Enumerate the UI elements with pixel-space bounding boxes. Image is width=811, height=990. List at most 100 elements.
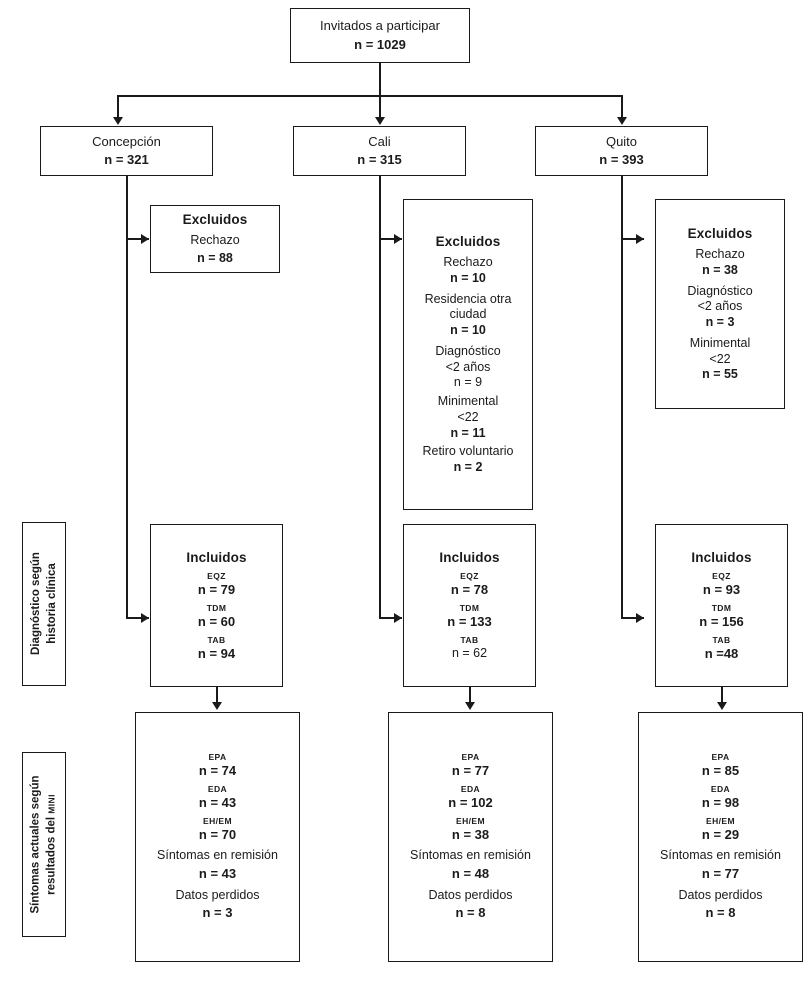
symptoms-quito-item-0-label: EPA	[711, 752, 730, 763]
node-symptoms-cali: EPA n = 77 EDA n = 102 EH/EM n = 38 Sínt…	[388, 712, 553, 962]
side-label-sintomas: Síntomas actuales según resultados del M…	[22, 752, 66, 937]
arrow-quito-excluded	[636, 234, 644, 244]
node-excluded-cali: Excluidos Rechazo n = 10 Residencia otra…	[403, 199, 533, 510]
excluded-quito-item-1-count: n = 3	[705, 315, 735, 329]
node-excluded-quito: Excluidos Rechazo n = 38 Diagnóstico <2 …	[655, 199, 785, 409]
node-excluded-concepcion: Excluidos Rechazo n = 88	[150, 205, 280, 273]
excluded-cali-item-1-label: Residencia otra	[424, 291, 512, 306]
node-included-concepcion: Incluidos EQZ n = 79 TDM n = 60 TAB n = …	[150, 524, 283, 687]
symptoms-concepcion-item-4-label: Datos perdidos	[175, 887, 260, 902]
node-site-concepcion: Concepción n = 321	[40, 126, 213, 176]
excluded-cali-item-3-label2: <22	[457, 409, 479, 424]
connector-distribution-bar	[117, 95, 623, 97]
node-invitados: Invitados a participar n = 1029	[290, 8, 470, 63]
excluded-cali-item-2-label2: <2 años	[445, 359, 491, 374]
symptoms-cali-item-1-label: EDA	[460, 784, 481, 795]
excluded-cali-item-0-label: Rechazo	[443, 255, 493, 270]
connector-cali-included-to-symptoms	[469, 687, 471, 703]
symptoms-quito-item-3-label: Síntomas en remisión	[660, 848, 781, 863]
connector-cali-to-excluded	[379, 238, 402, 240]
included-cali-item-1-count: n = 133	[447, 613, 492, 629]
arrow-quito-symptoms	[717, 702, 727, 710]
symptoms-cali-item-3-count: n = 48	[451, 866, 490, 882]
node-included-quito: Incluidos EQZ n = 93 TDM n = 156 TAB n =…	[655, 524, 788, 687]
excluded-cali-item-2-label: Diagnóstico	[435, 343, 501, 358]
included-cali-header: Incluidos	[439, 550, 500, 566]
node-included-cali: Incluidos EQZ n = 78 TDM n = 133 TAB n =…	[403, 524, 536, 687]
excluded-concepcion-item-0-count: n = 88	[197, 251, 233, 265]
arrow-concepcion-included	[141, 613, 149, 623]
side-label-diagnostico: Diagnóstico según historia clínica	[22, 522, 66, 686]
excluded-quito-item-2-label: Minimental	[689, 335, 751, 350]
node-site-cali: Cali n = 315	[293, 126, 466, 176]
excluded-cali-header: Excluidos	[435, 234, 501, 250]
included-concepcion-item-2-label: TAB	[207, 635, 226, 646]
symptoms-cali-item-2-count: n = 38	[451, 827, 490, 843]
arrow-to-quito	[617, 117, 627, 125]
excluded-quito-item-0-count: n = 38	[702, 262, 738, 277]
arrow-concepcion-excluded	[141, 234, 149, 244]
symptoms-concepcion-item-0-count: n = 74	[198, 762, 237, 778]
symptoms-concepcion-item-2-count: n = 70	[198, 827, 237, 843]
site-name-cali: Cali	[368, 133, 391, 149]
side-label-sintomas-line1: Síntomas actuales según	[29, 775, 42, 914]
connector-concepcion-to-included	[126, 617, 149, 619]
connector-quito-included-to-symptoms	[721, 687, 723, 703]
symptoms-quito-item-4-count: n = 8	[705, 905, 736, 921]
symptoms-concepcion-item-1-count: n = 43	[198, 795, 237, 811]
symptoms-cali-item-0-label: EPA	[461, 752, 480, 763]
symptoms-cali-item-4-count: n = 8	[455, 905, 486, 921]
included-concepcion-item-1-label: TDM	[206, 602, 227, 613]
excluded-concepcion-item-0-label: Rechazo	[190, 233, 240, 248]
excluded-cali-item-2-count: n = 9	[453, 375, 483, 390]
excluded-quito-item-0-label: Rechazo	[695, 247, 745, 261]
connector-leg-concepcion	[117, 95, 119, 118]
arrow-quito-included	[636, 613, 644, 623]
excluded-cali-item-4-label: Retiro voluntario	[422, 444, 514, 459]
included-cali-item-0-label: EQZ	[460, 571, 479, 582]
excluded-quito-item-2-count: n = 55	[702, 367, 738, 382]
included-quito-item-0-label: EQZ	[712, 570, 731, 581]
symptoms-quito-item-2-label: EH/EM	[706, 816, 735, 827]
side-label-sintomas-text: Síntomas actuales según resultados del M…	[28, 775, 59, 913]
symptoms-quito-item-0-count: n = 85	[701, 762, 740, 778]
included-quito-item-1-label: TDM	[711, 602, 732, 613]
symptoms-quito-item-3-count: n = 77	[701, 866, 740, 882]
excluded-cali-item-3-label: Minimental	[437, 394, 499, 409]
node-invitados-label: Invitados a participar	[320, 18, 440, 34]
connector-quito-to-included	[621, 617, 644, 619]
symptoms-cali-item-2-label: EH/EM	[456, 816, 485, 827]
included-cali-item-1-label: TDM	[459, 603, 480, 614]
symptoms-cali-item-0-count: n = 77	[451, 762, 490, 778]
connector-concepcion-spine	[126, 176, 128, 619]
excluded-quito-item-1-label: Diagnóstico	[687, 283, 753, 298]
symptoms-quito-item-4-label: Datos perdidos	[678, 887, 763, 902]
symptoms-concepcion-item-1-label: EDA	[207, 784, 228, 795]
site-name-concepcion: Concepción	[92, 133, 161, 149]
symptoms-cali-item-1-count: n = 102	[448, 795, 493, 811]
symptoms-concepcion-item-2-label: EH/EM	[203, 816, 232, 827]
side-label-diagnostico-line1: Diagnóstico según	[29, 552, 42, 656]
site-name-quito: Quito	[605, 133, 638, 149]
excluded-cali-item-4-count: n = 2	[453, 460, 483, 475]
connector-quito-to-excluded	[621, 238, 644, 240]
node-invitados-count: n = 1029	[354, 36, 406, 52]
arrow-cali-included	[394, 613, 402, 623]
excluded-cali-item-1-count: n = 10	[450, 323, 486, 338]
symptoms-concepcion-item-3-count: n = 43	[198, 866, 237, 882]
symptoms-concepcion-item-4-count: n = 3	[202, 905, 233, 921]
included-quito-item-2-count: n =48	[704, 645, 739, 661]
included-concepcion-item-1-count: n = 60	[197, 613, 236, 629]
symptoms-cali-item-4-label: Datos perdidos	[428, 887, 513, 902]
included-quito-item-1-count: n = 156	[699, 613, 744, 629]
included-concepcion-item-0-count: n = 79	[197, 581, 236, 597]
side-label-diagnostico-line2: historia clínica	[45, 563, 57, 645]
side-label-sintomas-line2-a: resultados del	[45, 813, 58, 895]
connector-quito-spine	[621, 176, 623, 619]
excluded-quito-header: Excluidos	[687, 226, 753, 241]
included-cali-item-2-label: TAB	[460, 635, 479, 646]
connector-leg-cali	[379, 95, 381, 118]
included-quito-item-2-label: TAB	[712, 635, 731, 646]
arrow-cali-excluded	[394, 234, 402, 244]
